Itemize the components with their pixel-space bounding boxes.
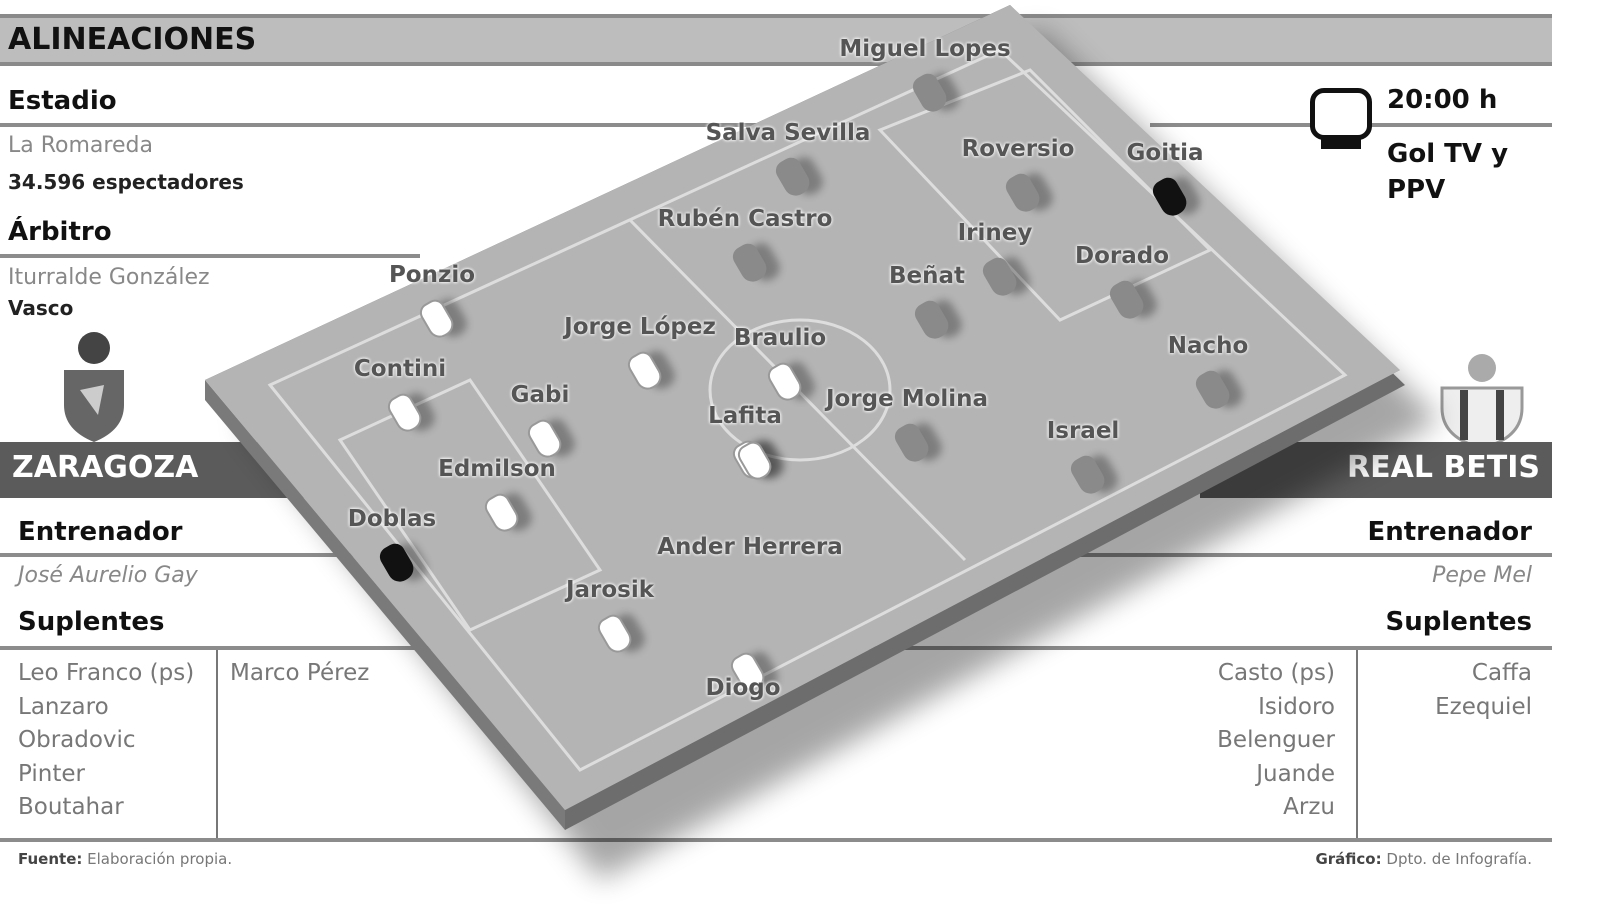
away-coach: Pepe Mel [1432,563,1532,588]
away-player-name: Miguel Lopes [839,36,1011,62]
home-player-name: Gabi [510,382,570,408]
away-player-name: Nacho [1167,333,1249,359]
source-text: Elaboración propia. [87,850,233,868]
graphic-label: Gráfico: [1315,850,1382,868]
away-player-name: Jorge Molina [825,386,989,412]
home-player-name: Jorge López [564,314,716,340]
away-player-name: Israel [1046,418,1120,444]
away-player-name: Salva Sevilla [705,120,871,146]
attendance: 34.596 espectadores [8,170,244,194]
sub-player: Casto (ps) [1217,660,1335,686]
away-subs-label: Suplentes [1385,607,1532,637]
page-title: ALINEACIONES [8,22,257,57]
sub-player: Lanzaro [18,693,109,720]
zaragoza-crest [60,330,128,442]
sub-player: Pinter [18,760,85,787]
source-credit: Fuente: Elaboración propia. [18,850,232,868]
graphic-credit: Gráfico: Dpto. de Infografía. [1315,850,1532,868]
divider [0,254,420,258]
away-player-name: Roversio [961,136,1075,162]
referee-region: Vasco [8,296,74,320]
broadcast-time: 20:00 h [1387,85,1498,115]
title-bar [0,14,1552,66]
home-player-name: Ponzio [388,262,476,288]
home-player-name: Lafita [708,403,782,429]
sub-player: Juande [1256,760,1335,787]
graphic-text: Dpto. de Infografía. [1386,850,1532,868]
away-player-name: Beñat [888,263,966,289]
home-player-name: Diogo [705,675,781,701]
home-player-name: Jarosik [565,577,655,603]
home-player-name: Edmilson [438,456,556,482]
sub-player: Arzu [1283,794,1335,820]
home-player-name: Doblas [347,506,437,532]
home-subs-label: Suplentes [18,607,165,637]
home-player-name: Contini [353,356,447,382]
sub-player: Obradovic [18,727,136,753]
stadium-name: La Romareda [8,133,153,158]
away-player-name: Rubén Castro [657,206,833,232]
stadium-label: Estadio [8,86,117,116]
referee-name: Iturralde González [8,265,210,290]
sub-player: Leo Franco (ps) [18,660,195,686]
divider [0,838,1552,842]
referee-label: Árbitro [8,217,112,247]
away-player-name: Iriney [957,220,1033,246]
sub-player: Marco Pérez [230,660,370,686]
sub-player: Caffa [1471,660,1532,686]
betis-crest [1432,348,1532,450]
away-player-name: Goitia [1126,140,1204,166]
sub-player: Belenguer [1217,727,1335,753]
divider [0,123,1100,127]
sub-player: Isidoro [1258,693,1335,720]
tv-icon [1310,88,1372,149]
home-coach: José Aurelio Gay [18,563,198,588]
away-coach-label: Entrenador [1367,517,1532,547]
home-coach-label: Entrenador [18,517,183,547]
broadcast-channel: Gol TV y PPV [1387,139,1509,205]
home-player-name: Ander Herrera [657,534,843,560]
sub-player: Boutahar [18,794,124,820]
sub-player: Ezequiel [1435,693,1532,720]
home-player-name: Braulio [733,325,827,351]
away-player-name: Dorado [1074,243,1170,269]
column-divider [1356,650,1358,838]
home-subs-list-2: Marco Pérez [230,657,369,691]
column-divider [216,650,218,838]
source-label: Fuente: [18,850,83,868]
